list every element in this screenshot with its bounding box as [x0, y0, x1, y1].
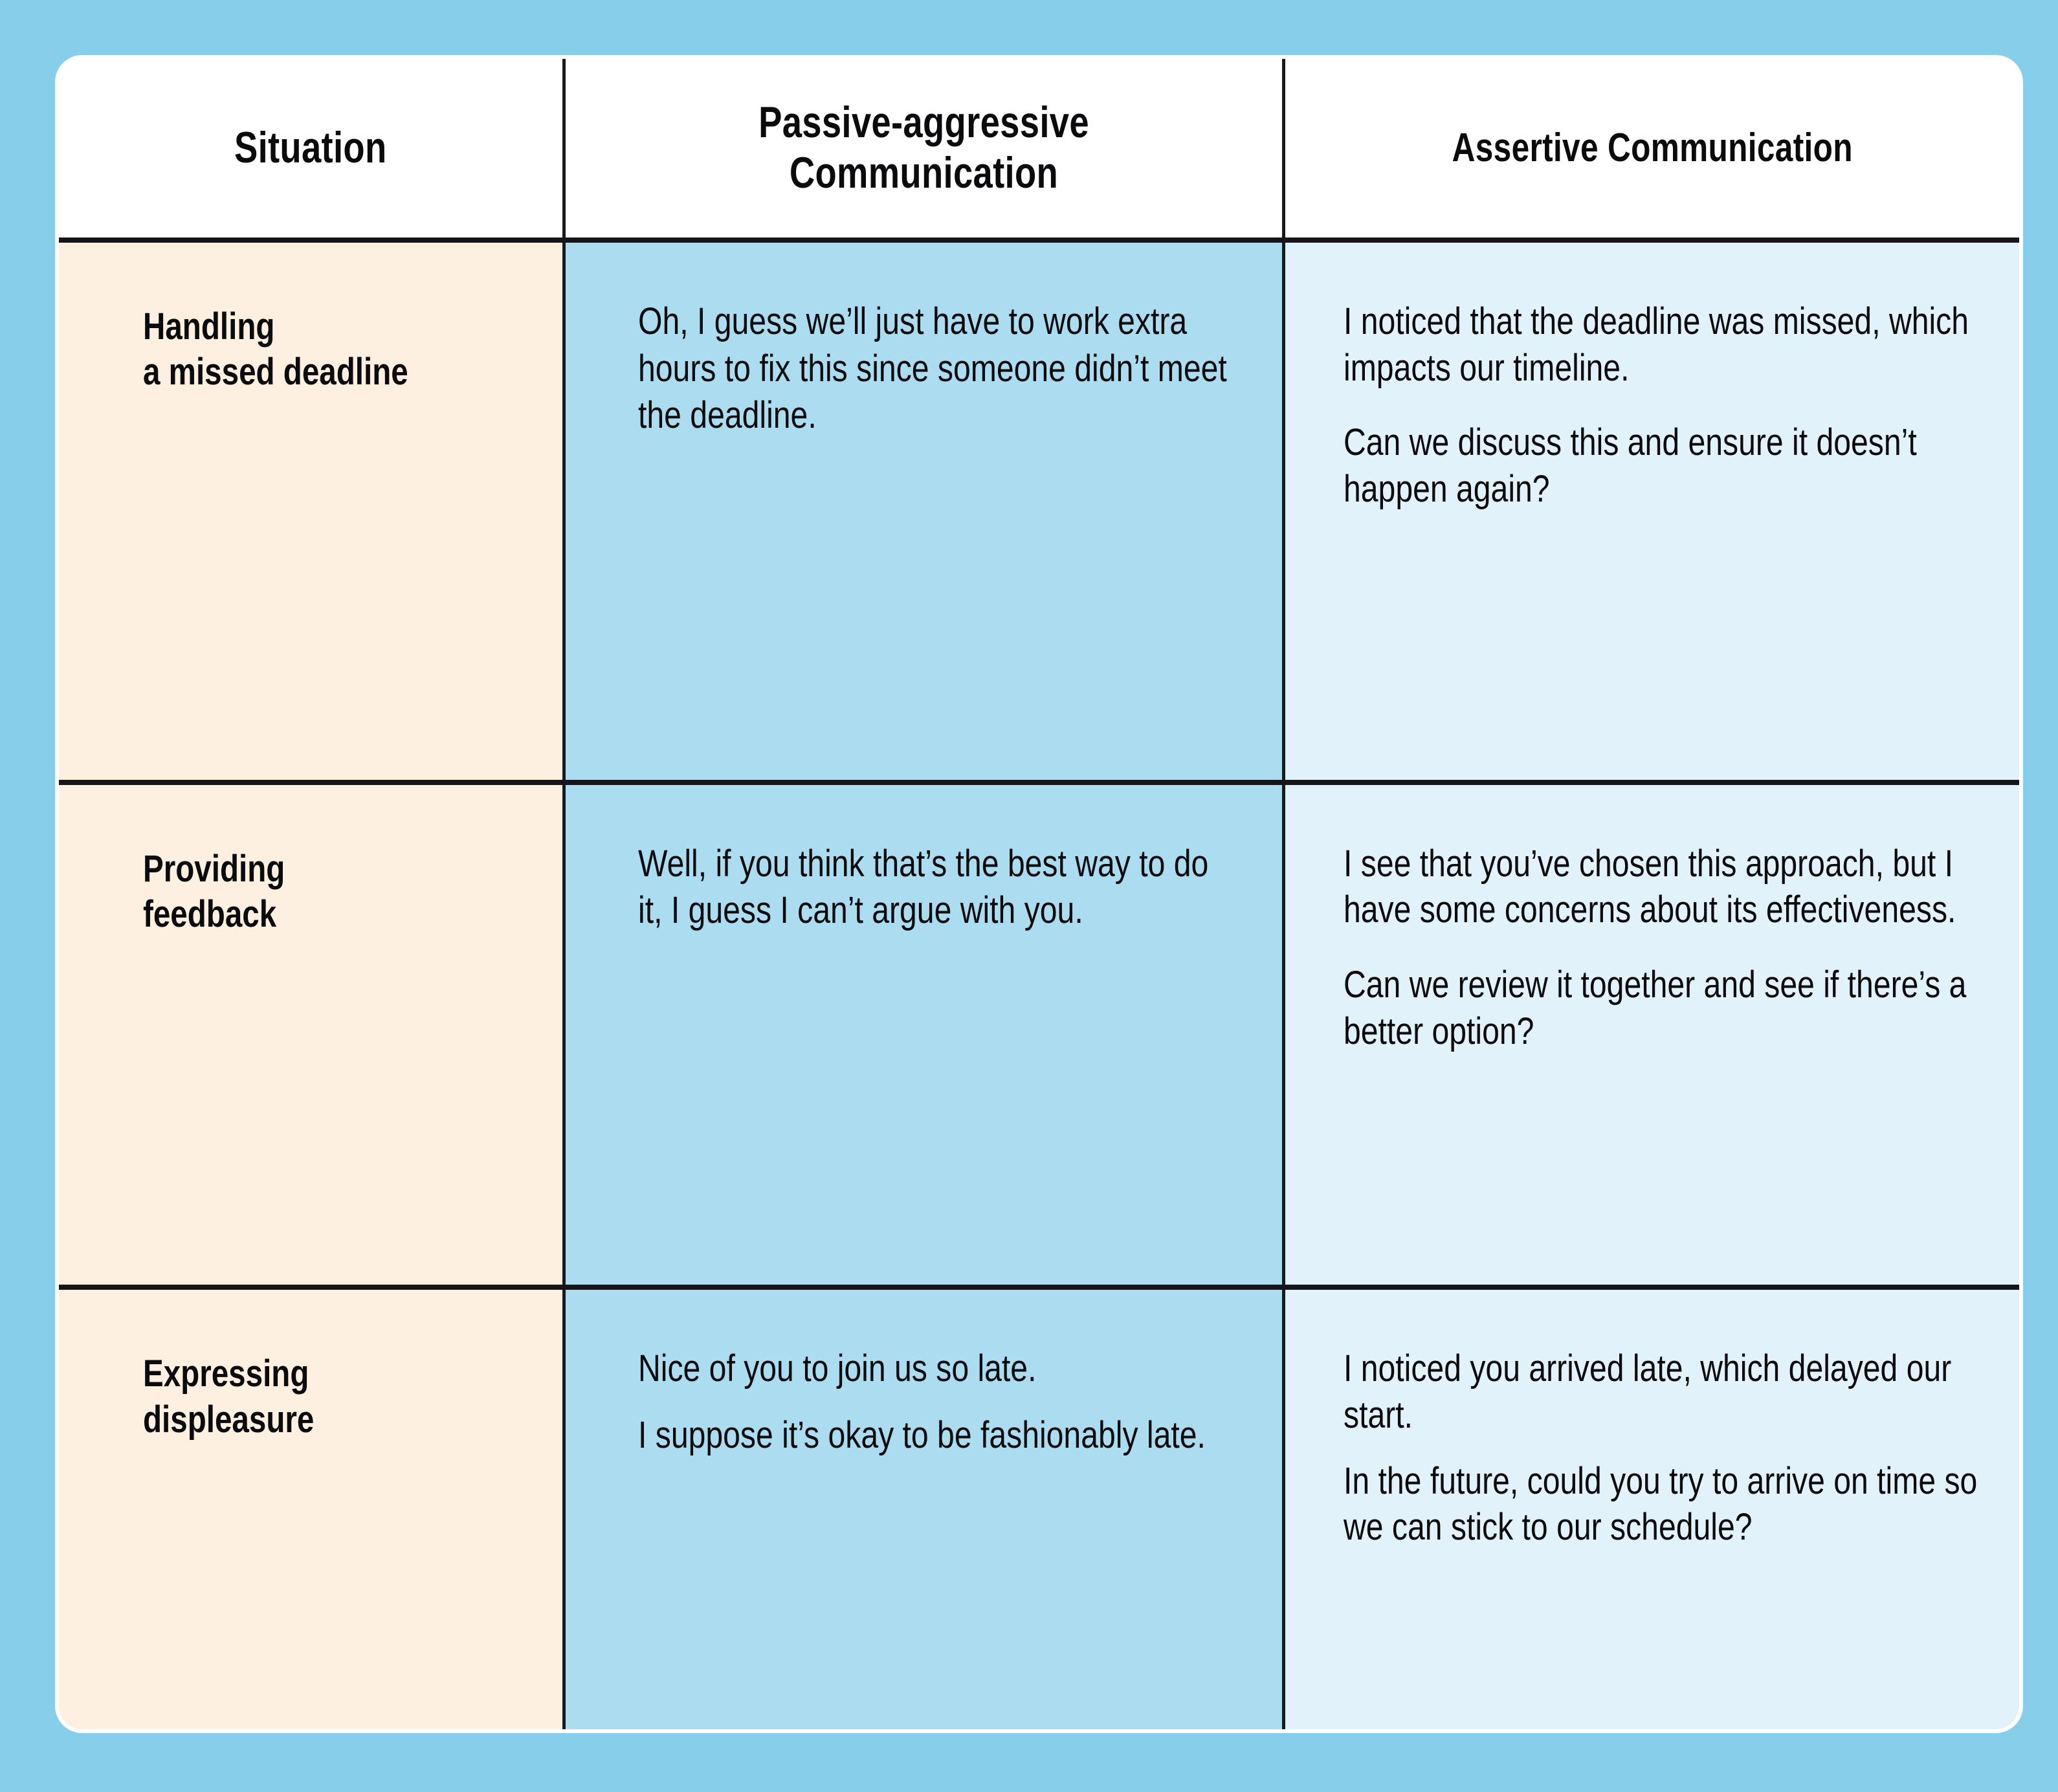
assertive-paragraph: In the future, could you try to arrive o…: [1343, 1459, 1977, 1549]
assertive-paragraph: Can we discuss this and ensure it doesn’…: [1343, 421, 1917, 510]
column-header-situation-label: Situation: [234, 123, 387, 173]
assertive-paragraph: Can we review it together and see if the…: [1343, 963, 1966, 1052]
assertive-paragraph: I see that you’ve chosen this approach, …: [1343, 842, 1956, 931]
table-body: Handling a missed deadline Oh, I guess w…: [59, 240, 2019, 1729]
cell-situation: Providing feedback: [59, 782, 566, 1290]
passive-paragraph: I suppose it’s okay to be fashionably la…: [637, 1413, 1206, 1456]
communication-comparison-table: Situation Passive-aggressive Communicati…: [55, 55, 2023, 1733]
header-row: Situation Passive-aggressive Communicati…: [59, 59, 2019, 243]
table-row: Expressing displeasure Nice of you to jo…: [59, 1287, 2019, 1729]
cell-situation: Expressing displeasure: [59, 1287, 566, 1729]
column-header-assertive-label: Assertive Communication: [1452, 125, 1853, 170]
cell-assertive: I noticed that the deadline was missed, …: [1283, 240, 2019, 785]
cell-passive-aggressive: Oh, I guess we’ll just have to work extr…: [564, 240, 1285, 785]
passive-paragraph: Oh, I guess we’ll just have to work extr…: [637, 300, 1227, 436]
passive-paragraph: Nice of you to join us so late.: [637, 1347, 1036, 1390]
passive-paragraph: Well, if you think that’s the best way t…: [637, 842, 1208, 932]
column-header-assertive: Assertive Communication: [1283, 59, 2019, 243]
situation-label: Handling a missed deadline: [143, 305, 408, 393]
table-row: Handling a missed deadline Oh, I guess w…: [59, 240, 2019, 785]
table-header: Situation Passive-aggressive Communicati…: [59, 59, 2019, 243]
cell-situation: Handling a missed deadline: [59, 240, 566, 785]
column-header-situation: Situation: [59, 59, 566, 243]
cell-assertive: I noticed you arrived late, which delaye…: [1283, 1287, 2019, 1729]
column-header-passive-aggressive-label: Passive-aggressive Communication: [758, 98, 1089, 197]
assertive-paragraph: I noticed you arrived late, which delaye…: [1343, 1347, 1951, 1437]
table-row: Providing feedback Well, if you think th…: [59, 782, 2019, 1290]
cell-assertive: I see that you’ve chosen this approach, …: [1283, 782, 2019, 1290]
cell-passive-aggressive: Nice of you to join us so late. I suppos…: [564, 1287, 1285, 1729]
column-header-passive-aggressive: Passive-aggressive Communication: [564, 59, 1285, 243]
assertive-paragraph: I noticed that the deadline was missed, …: [1343, 300, 1969, 389]
situation-label: Expressing displeasure: [143, 1353, 315, 1441]
cell-passive-aggressive: Well, if you think that’s the best way t…: [564, 782, 1285, 1290]
situation-label: Providing feedback: [143, 847, 285, 935]
